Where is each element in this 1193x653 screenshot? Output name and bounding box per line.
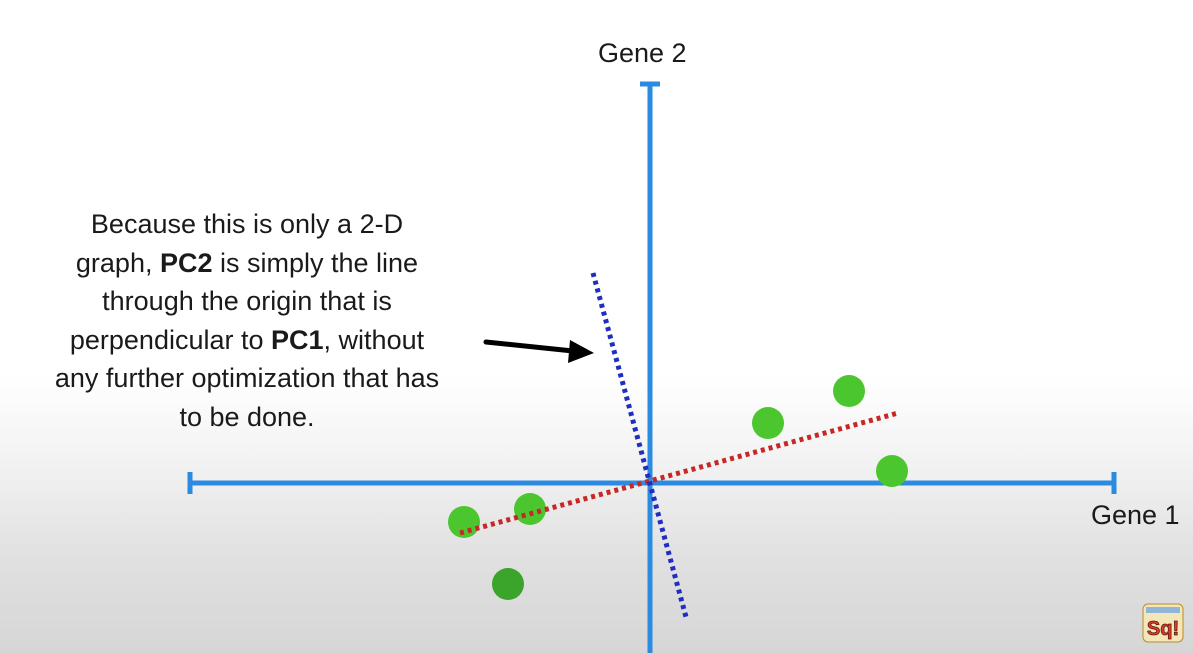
pc1-line — [459, 410, 899, 536]
explanation-line: graph, PC2 is simply the line — [75, 247, 419, 278]
explanation-line: to be done. — [179, 401, 315, 432]
data-point — [752, 407, 784, 439]
arrow-shaft — [483, 339, 576, 354]
statquest-logo-icon: Sq! — [1142, 603, 1184, 643]
pc1-term: PC1 — [271, 324, 324, 355]
explanation-line: through the origin that is — [102, 286, 392, 316]
explanation-line: any further optimization that has — [54, 363, 440, 393]
explanation-text: Because this is only a 2-D graph, PC2 is… — [8, 205, 486, 436]
data-point — [876, 455, 908, 487]
explanation-line: perpendicular to PC1, without — [69, 324, 425, 355]
gene1-axis-label: Gene 1 — [1091, 500, 1180, 530]
pc2-term: PC2 — [159, 247, 213, 278]
data-point — [833, 375, 865, 407]
gene2-axis-label: Gene 2 — [598, 38, 687, 68]
data-point — [492, 568, 524, 600]
svg-text:Sq!: Sq! — [1147, 618, 1179, 640]
explanation-line: Because this is only a 2-D — [90, 209, 404, 239]
data-point — [514, 493, 546, 525]
data-point — [448, 506, 480, 538]
arrow-head-icon — [568, 340, 594, 363]
pc2-line — [590, 272, 689, 618]
